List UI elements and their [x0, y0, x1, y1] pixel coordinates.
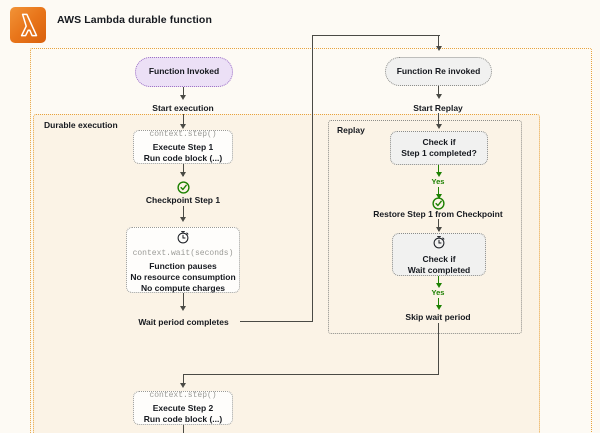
arrowhead	[180, 306, 187, 311]
stopwatch-icon	[176, 230, 190, 247]
node-checkpoint-step-1-label: Checkpoint Step 1	[145, 195, 221, 205]
node-execute-step-2[interactable]: context.step() Execute Step 2 Run code b…	[133, 391, 233, 425]
connector-skip-left	[183, 374, 439, 376]
node-execute-step-1[interactable]: context.step() Execute Step 1 Run code b…	[133, 130, 233, 164]
node-step2-line1: Execute Step 2	[152, 402, 214, 413]
connector-yes-to-skip	[438, 298, 440, 307]
edge-label-yes-wait: Yes	[431, 288, 445, 297]
node-context-wait[interactable]: context.wait(seconds) Function pauses No…	[126, 227, 240, 293]
arrowhead-green	[435, 305, 442, 310]
node-wait-code: context.wait(seconds)	[132, 249, 234, 259]
node-wait-period-completes-label: Wait period completes	[138, 317, 229, 327]
arrowhead	[435, 124, 442, 129]
arrowhead	[180, 95, 187, 100]
edge-label-yes-step1: Yes	[431, 177, 445, 186]
edge-label-start-replay: Start Replay	[413, 103, 463, 113]
connector-start-to-step1	[183, 114, 185, 126]
connector-restore-to-checkwait	[438, 219, 440, 231]
connector-reinvoked-to-startreplay	[438, 86, 440, 96]
page-title: AWS Lambda durable function	[57, 14, 212, 26]
node-step2-line2: Run code block (...)	[143, 413, 223, 424]
node-step1-line1: Execute Step 1	[152, 141, 214, 152]
connector-skip-down	[438, 323, 440, 375]
arrowhead-green	[435, 283, 442, 288]
stopwatch-icon	[432, 235, 446, 252]
arrowhead	[435, 46, 442, 51]
connector-check1-to-yes	[438, 165, 440, 174]
replay-container	[328, 120, 522, 334]
arrowhead	[180, 172, 187, 177]
node-restore-step-1-label: Restore Step 1 from Checkpoint	[373, 209, 503, 219]
arrowhead	[180, 383, 187, 388]
connector-wait-to-complete	[183, 293, 185, 309]
node-check-step1-line1: Check if	[422, 136, 456, 147]
connector-yes-to-restore	[438, 187, 440, 196]
connector-loop-down-to-reinvoked	[438, 35, 440, 48]
connector-invoked-to-start	[183, 87, 185, 97]
arrowhead-green	[435, 172, 442, 177]
node-function-re-invoked-label: Function Re invoked	[396, 65, 481, 76]
node-step1-code: context.step()	[149, 130, 217, 140]
aws-lambda-icon	[10, 7, 46, 43]
outer-frame	[30, 48, 592, 433]
connector-loop-vertical-left	[311, 35, 313, 322]
arrowhead	[180, 124, 187, 129]
node-step2-code: context.step()	[149, 391, 217, 401]
connector-checkwait-to-yes	[438, 276, 440, 285]
node-check-step-1-completed[interactable]: Check if Step 1 completed?	[390, 131, 488, 165]
connector-loop-horizontal-top	[311, 35, 440, 37]
node-wait-line3: No compute charges	[140, 283, 226, 293]
connector-loop-horizontal-bottom	[240, 321, 313, 323]
node-check-wait-line1: Check if	[422, 253, 456, 264]
connector-checkpoint-to-wait	[183, 206, 185, 220]
connector-skip-to-step2	[183, 374, 185, 386]
node-check-wait-completed[interactable]: Check if Wait completed	[392, 233, 486, 276]
edge-label-start-execution: Start execution	[152, 103, 214, 113]
node-function-invoked-label: Function Invoked	[148, 66, 220, 77]
arrowhead	[435, 227, 442, 232]
arrowhead	[180, 217, 187, 222]
check-circle-icon	[432, 197, 445, 210]
node-skip-wait-period-label: Skip wait period	[405, 312, 471, 322]
replay-label: Replay	[337, 125, 365, 135]
node-check-step1-line2: Step 1 completed?	[401, 148, 477, 158]
connector-step2-continues	[183, 425, 185, 433]
node-function-re-invoked[interactable]: Function Re invoked	[385, 57, 492, 86]
node-wait-line1: Function pauses	[149, 260, 217, 271]
node-step1-line2: Run code block (...)	[143, 152, 223, 163]
node-check-wait-line2: Wait completed	[407, 265, 471, 276]
durable-execution-label: Durable execution	[44, 120, 118, 130]
node-function-invoked[interactable]: Function Invoked	[135, 57, 233, 87]
node-wait-line2: No resource consumption	[130, 271, 236, 282]
check-circle-icon	[177, 181, 190, 194]
connector-step1-to-checkpoint	[183, 164, 185, 176]
arrowhead	[435, 94, 442, 99]
arrowhead-green	[435, 194, 442, 199]
